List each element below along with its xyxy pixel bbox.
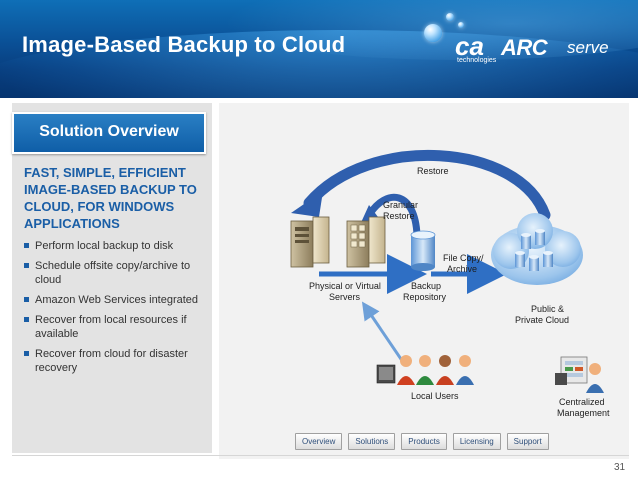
file-copy-label: Archive: [447, 264, 477, 274]
granular-restore-label: Restore: [383, 211, 415, 221]
feature-text: Recover from cloud for disaster recovery: [35, 348, 188, 374]
tab-overview[interactable]: Overview: [295, 433, 343, 450]
feature-text: Amazon Web Services integrated: [35, 294, 199, 306]
bullet-icon: [24, 243, 29, 248]
repository-label: Backup: [411, 281, 441, 291]
bullet-icon: [24, 351, 29, 356]
servers-label: Servers: [329, 292, 361, 302]
bullet-icon: [24, 263, 29, 268]
tab-support[interactable]: Support: [506, 433, 549, 450]
backup-diagram: Restore Granular Restore File Copy/ Arch…: [290, 149, 610, 418]
solution-overview-panel: [12, 103, 212, 453]
feature-item: Recover from cloud for disaster recovery: [24, 347, 206, 375]
feature-text: Recover from local resources if availabl…: [35, 314, 187, 340]
slide-title: Image-Based Backup to Cloud: [22, 32, 346, 57]
restore-label: Restore: [417, 166, 449, 176]
repository-label: Repository: [403, 292, 447, 302]
management-label: Centralized: [559, 397, 605, 407]
local-users-arrow: [361, 301, 407, 366]
cloud-label: Private Cloud: [515, 315, 569, 325]
tab-licensing[interactable]: Licensing: [452, 433, 501, 450]
feature-item: Recover from local resources if availabl…: [24, 313, 206, 341]
bullet-icon: [24, 317, 29, 322]
feature-list: Perform local backup to disk Schedule of…: [24, 239, 206, 381]
solution-overview-label: Solution Overview: [39, 123, 179, 140]
centralized-management-icon: [555, 356, 604, 393]
servers-label: Physical or Virtual: [309, 281, 381, 291]
feature-item: Schedule offsite copy/archive to cloud: [24, 259, 206, 287]
solution-overview-tab: Solution Overview: [12, 112, 206, 154]
feature-item: Amazon Web Services integrated: [24, 293, 206, 307]
page-number: 31: [614, 462, 626, 473]
water-drop-icon: [424, 24, 442, 42]
ca-logo-mark: ca: [455, 31, 484, 61]
water-drop-icon: [446, 13, 454, 21]
restore-arrow: [303, 149, 551, 221]
solution-headline: FAST, SIMPLE, EFFICIENT IMAGE-BASED BACK…: [24, 165, 197, 231]
physical-server-icon: [290, 216, 330, 268]
tab-products[interactable]: Products: [401, 433, 447, 450]
feature-text: Schedule offsite copy/archive to cloud: [35, 260, 191, 286]
cloud-icon: [491, 213, 583, 285]
file-copy-label: File Copy/: [443, 253, 484, 263]
local-users-icon: [376, 355, 474, 385]
virtual-server-icon: [346, 216, 386, 268]
water-drop-icon: [458, 22, 464, 28]
ca-logo-subtitle: technologies: [457, 57, 497, 64]
bullet-icon: [24, 297, 29, 302]
backup-repository-icon: [410, 230, 436, 271]
header-banner: Image-Based Backup to Cloud ca technolog…: [0, 0, 638, 98]
cloud-label: Public &: [531, 304, 564, 314]
arcserve-logo-arc: ARC: [501, 35, 548, 60]
tab-solutions[interactable]: Solutions: [348, 433, 396, 450]
granular-restore-arrow: [366, 193, 421, 236]
management-label: Management: [557, 408, 610, 418]
footer-divider: [12, 455, 629, 456]
arcserve-logo-serve: serve: [567, 38, 609, 57]
ca-arcserve-logo: ca technologies ARC serve: [455, 33, 625, 67]
restore-arrow-head: [291, 191, 323, 217]
bottom-nav: Overview Solutions Products Licensing Su…: [295, 433, 549, 450]
feature-item: Perform local backup to disk: [24, 239, 206, 253]
local-users-label: Local Users: [411, 391, 459, 401]
cloud-storage-icon: [515, 229, 553, 271]
granular-restore-label: Granular: [383, 200, 418, 210]
feature-text: Perform local backup to disk: [35, 240, 174, 252]
